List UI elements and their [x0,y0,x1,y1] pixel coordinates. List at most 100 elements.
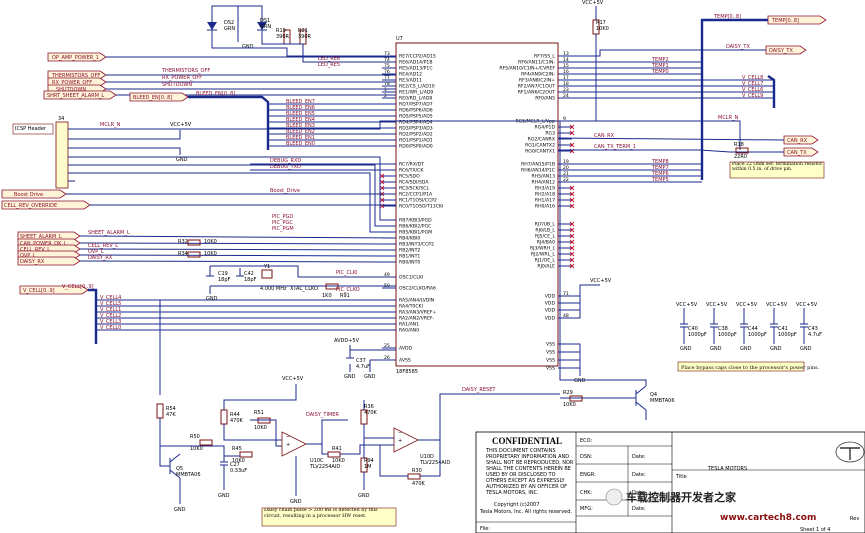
ds1-ref: DS1 [260,18,270,24]
offpage-temp[interactable]: TEMP[0..8] [767,15,827,25]
tb-title: Title [675,474,687,480]
bypass-caps: VCC+5VC401000pFGNDVCC+5VC381000pFGNDVCC+… [676,302,822,352]
mcu-right-pin-num: 71 [563,291,569,297]
offpage-shrt-sheet-alarm[interactable]: SHRT_SHEET_ALARM_L [43,90,117,100]
offpage-sheet-alarm-label: SHEET_ALARM_L [20,234,62,240]
offpage-boost-drive[interactable]: Boost Drive [1,189,67,199]
bypass-val: 1000pF [748,332,767,338]
mcu-right-pin-num: 16 [563,69,569,75]
r51-ref: R51 [254,410,264,416]
offpage-daisy-rx[interactable]: DAISY_RX [17,256,81,266]
mcu-left-pin-name: AVDD [399,346,413,352]
offpage-can-power-label: CAN_POWER_OK_L [20,241,67,247]
net-bleed: BLEED_EN6 [286,105,315,111]
mcu-left-pin-num: 76 [384,69,390,75]
mcu-right-pin-name: RJ3/WRH_L [530,246,556,252]
offpage-can-tx-label: CAN_TX [787,150,807,156]
mcu-u7[interactable]: U7 18F8585 73RE7/CCP2/AD1574RE6/AD14/P1B… [96,36,575,375]
r54-ref: R54 [166,406,176,412]
nc-mark [569,251,575,257]
net-v-cell-right: V_CELL8 [742,75,763,81]
ds2-ref: DS2 [224,20,234,26]
nc-mark [379,173,385,179]
c37-ref: C37 [356,358,366,364]
r18-ref: R18 [734,142,744,148]
offpage-op-amp-power-label: OP_AMP_POWER_1 [52,55,99,61]
r41-ref: R41 [332,446,342,452]
r30-val: 470K [412,481,426,487]
nc-mark [569,142,575,148]
net-temp: TEMP2 [651,57,669,63]
resistor-r54: R54 47K [156,403,176,419]
mcu-right-pin-name: RH3/A19 [535,186,555,192]
offpage-bleed-en[interactable]: BLEED_EN[0..8] [129,92,189,102]
mcu-right-pin-name: VDD [545,301,556,307]
tb-sheet: Sheet 1 of 4 [800,527,830,533]
q5-val: MMBTA06 [176,472,201,478]
avdd-supply: AVDD+5V [334,338,360,344]
confidential-heading: CONFIDENTIAL [492,436,562,446]
mcu-right-pin-name: RH5/AN13 [531,174,555,180]
mcu-ref: U7 [396,36,403,42]
icsp-ref: 34 [58,116,64,122]
watermark-url: www.cartech8.com [720,513,816,523]
mcu-right-pin-name: RH7/AN15/P1B [521,162,555,168]
net-daisy-tx: DAISY_TX [726,44,750,50]
mcu-left-pin-name: RD1/PSP1/AD1 [399,138,433,144]
mcu-right-pin-name: RF5/AN10/C1IN+/CVREF [499,66,555,72]
mcu-right-pin-name: RF3/AN8/C2IN+ [519,78,555,84]
mcu-left-pin-num: 49 [384,272,390,278]
mcu-left-pin-name: RD3/PSP3/AD3 [399,126,433,132]
mcu-left-pin-name: RD2/PSP2/AD2 [399,132,433,138]
mcu-left-pin-name: RC0/T1OSO/T13CKI [399,204,443,210]
offpage-can-rx[interactable]: CAN_RX [783,135,819,145]
gnd-avss: GND [364,374,376,380]
offpage-op-amp-power[interactable]: OP_AMP_POWER_1 [47,52,107,62]
bypass-gnd: GND [710,346,722,352]
mcu-left-pin-num: 74 [384,57,390,63]
icsp-header-j34[interactable]: 34 ICSP Header [12,116,69,189]
net-daisy-reset: DAISY_RESET [462,387,496,393]
watermark-text: 车载控制器开发者之家 [626,490,737,504]
note-daisy-chain: Daisy chain pulse > 200 ms is detected b… [261,507,397,527]
mcu-left-pin-name: RB3/INT3/CCP2 [399,242,434,248]
resistor-r41: R41 10K0 [327,446,345,464]
vcc-opamp-label: VCC+5V [282,376,304,382]
offpage-temp-label: TEMP[0..8] [771,18,799,24]
note-can-termination: Place 22 Ohm ser. termination resistor w… [729,161,825,179]
nc-mark [569,197,575,203]
mcu-left-pin-num: 77 [384,75,390,81]
bypass-gnd: GND [740,346,752,352]
mcu-right-pin-num: 22 [563,177,569,183]
mcu-right-pin-num: 23 [563,87,569,93]
vcc-r17-label: VCC+5V [582,0,604,6]
watermark: 车载控制器开发者之家 www.cartech8.com [605,488,816,523]
offpage-boost-label: Boost Drive [14,192,43,198]
resistor-r21: R21 390R [298,28,312,45]
net-mclr-left: MCLR_N [100,122,121,128]
offpage-can-tx[interactable]: CAN_TX [783,147,819,157]
mcu-right-pin-num: 20 [563,165,569,171]
r17-val: 10K0 [596,26,609,32]
mcu-right-pin-name: RJ1/OE_L [535,258,556,264]
offpage-rx-power-label: RX_POWER_OFF [52,80,92,86]
mcu-right-pin-name: RH0/A16 [535,204,555,210]
net-temp2: TEMP6 [651,171,669,177]
mcu-right-pin-name: RJ0/ALE [537,264,555,270]
tb-file: File: [480,526,490,532]
offpage-daisy-tx[interactable]: DAISY_TX [765,45,807,55]
offpage-v-cell[interactable]: V_CELL[0..9] [19,285,89,295]
net-mclr-right: MCLR_N [718,115,739,121]
crystal-y1: Y1 4.000 MHz XTAL_CLKO [260,264,318,292]
resistor-r44: R44 470K [220,409,244,425]
c19-val: 18pF [218,277,231,283]
transistor-q4: Q4 MMBTA06 [635,385,675,411]
resistor-r91: 1K0 R91 [322,283,350,299]
opamp-u10c: + − U10C TLV2254AID [281,431,340,470]
mcu-left-pin-name: OSC1/CLKI [399,275,423,281]
offpage-cell-rev-override[interactable]: CELL_REV_OVERRIDE [1,200,91,210]
nc-mark [569,227,575,233]
net-temp2: TEMP7 [651,165,669,171]
right-net-lines: TEMP2TEMP1TEMP0TEMP8TEMP7TEMP6TEMP5V_CEL… [572,57,774,183]
